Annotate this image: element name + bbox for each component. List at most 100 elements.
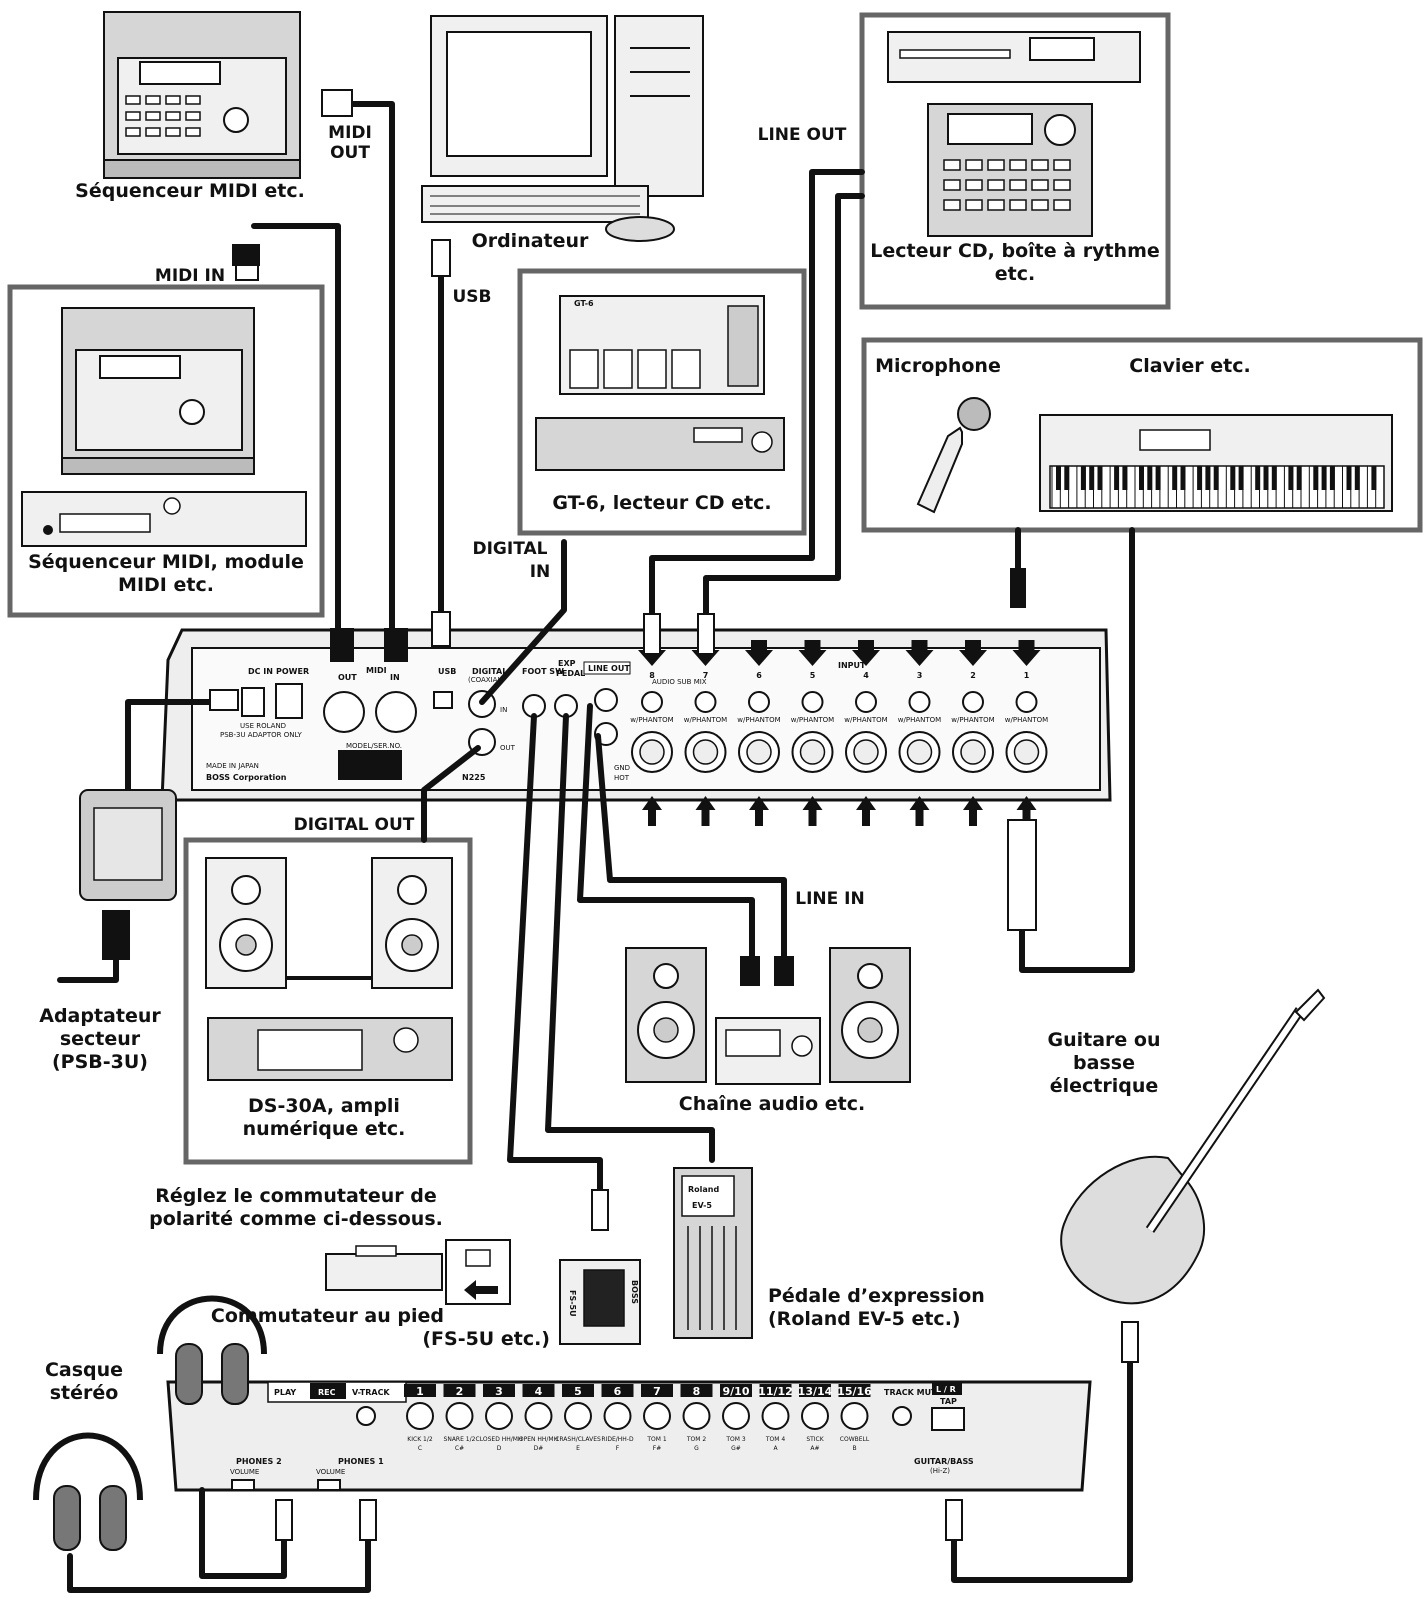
- pad-sound-label: COWBELL: [840, 1436, 870, 1443]
- input-channel-6: 6w/PHANTOM: [737, 640, 781, 826]
- pad-button-cap[interactable]: [643, 1402, 671, 1430]
- pad-button-cap[interactable]: [524, 1402, 553, 1430]
- front-play: PLAY: [274, 1388, 296, 1397]
- line-out-label: LINE OUT: [758, 125, 847, 145]
- rear-n225: N225: [462, 773, 486, 782]
- black-key: [1122, 466, 1128, 490]
- pad-number-bg: [483, 1384, 515, 1397]
- input-channel-2: 2w/PHANTOM: [951, 640, 995, 826]
- ac-adapter: [79, 789, 177, 960]
- black-key: [1139, 466, 1144, 490]
- keyboard-label: Clavier etc.: [1129, 355, 1251, 377]
- pad-sound-label: CRASH/CLAVES: [555, 1436, 601, 1443]
- vtrack-button[interactable]: [356, 1406, 376, 1426]
- pad-button-cap[interactable]: [682, 1402, 711, 1430]
- pad-button-cap[interactable]: [603, 1402, 632, 1430]
- rear-exp-2: PEDAL: [556, 669, 585, 678]
- ev5-illustration: Roland EV-5: [673, 1167, 753, 1339]
- pad-sound-label: CLOSED HH/MH: [476, 1436, 523, 1443]
- keyboard-keys: [1051, 466, 1377, 508]
- pad-button-cap[interactable]: [445, 1402, 474, 1430]
- footswitch-label-1: Commutateur au pied: [211, 1305, 444, 1327]
- pad-note-label: F: [616, 1445, 620, 1452]
- line-in-label: LINE IN: [795, 889, 864, 909]
- pad-note-label: E: [576, 1445, 580, 1452]
- input-arrow-down: [959, 640, 987, 666]
- polarity-switch-illustration: [325, 1239, 511, 1305]
- pad-button-cap[interactable]: [761, 1402, 790, 1430]
- rear-digital-1: DIGITAL: [472, 667, 507, 676]
- front-volume-1: VOLUME: [316, 1468, 345, 1476]
- guitar-label-2: basse: [1073, 1052, 1135, 1074]
- rec-button[interactable]: [310, 1383, 346, 1399]
- pad-number-bg: [680, 1384, 713, 1397]
- rear-input: INPUT: [838, 661, 866, 670]
- black-key: [1089, 466, 1095, 490]
- black-key: [1296, 466, 1302, 490]
- xlr-inner: [639, 739, 665, 765]
- rear-midi-label: MIDI: [366, 666, 387, 675]
- phantom-label: w/PHANTOM: [630, 716, 673, 724]
- front-vtrack: V-TRACK: [352, 1388, 390, 1397]
- phone-jack: [855, 691, 877, 713]
- black-key: [1238, 466, 1244, 490]
- input-channel-4: 4w/PHANTOM: [844, 640, 888, 826]
- input-arrow-down: [798, 640, 827, 666]
- pad-number-bg: [720, 1384, 752, 1397]
- black-key: [1313, 466, 1319, 490]
- keyboard-illustration: [1039, 414, 1393, 512]
- rear-digital-2: (COAXIAL): [468, 676, 504, 684]
- pad-sound-label: RIDE/HH-D: [601, 1436, 634, 1443]
- pad-button-cap[interactable]: [840, 1402, 869, 1430]
- pad-button-cap[interactable]: [722, 1402, 750, 1430]
- pad-button-cap[interactable]: [564, 1402, 592, 1430]
- adapter-label-1: Adaptateur: [39, 1005, 161, 1027]
- xlr-inner: [1013, 739, 1040, 765]
- pad-number: 9/10: [723, 1385, 750, 1398]
- pad-note-label: C#: [455, 1445, 464, 1452]
- input-arrow-up: [909, 796, 930, 826]
- pad-button-cap[interactable]: [406, 1402, 434, 1430]
- pad-note-label: F#: [653, 1445, 661, 1452]
- pad-button-cap[interactable]: [801, 1402, 829, 1430]
- input-arrow-down: [745, 640, 773, 666]
- rear-brand: BOSS Corporation: [206, 773, 287, 782]
- xlr-inner: [960, 739, 986, 765]
- seq-midi-label: Séquenceur MIDI etc.: [75, 180, 305, 202]
- pad-note-label: G#: [731, 1445, 741, 1452]
- pad-number-bg: [641, 1384, 673, 1397]
- tap-button[interactable]: [931, 1407, 965, 1431]
- gt6-illustration: GT-6: [535, 295, 785, 471]
- pad-number-bg: [838, 1384, 871, 1397]
- exp-pedal-label-1: Pédale d’expression: [768, 1285, 985, 1307]
- seq-module-label-1: Séquenceur MIDI, module: [28, 551, 304, 573]
- guitar-illustration: [1060, 988, 1326, 1305]
- rear-audio-sub-mix: AUDIO SUB MIX: [652, 678, 707, 686]
- xlr-inner: [746, 739, 772, 765]
- track-mute-button[interactable]: [892, 1406, 912, 1426]
- pad-button-cap[interactable]: [485, 1402, 513, 1430]
- phantom-label: w/PHANTOM: [844, 716, 887, 724]
- rear-exp-1: EXP: [558, 659, 576, 668]
- black-key: [1288, 466, 1294, 490]
- fs5u-illustration: FS-5U BOSS: [559, 1259, 641, 1345]
- front-phones1: PHONES 1: [338, 1457, 384, 1466]
- front-tap: TAP: [940, 1397, 957, 1406]
- power-switch[interactable]: [275, 683, 303, 719]
- headphones-1: [157, 1295, 267, 1405]
- rear-adaptor-note-2: PSB-3U ADAPTOR ONLY: [220, 731, 302, 739]
- phone-jack: [641, 691, 663, 713]
- black-key: [1056, 466, 1061, 490]
